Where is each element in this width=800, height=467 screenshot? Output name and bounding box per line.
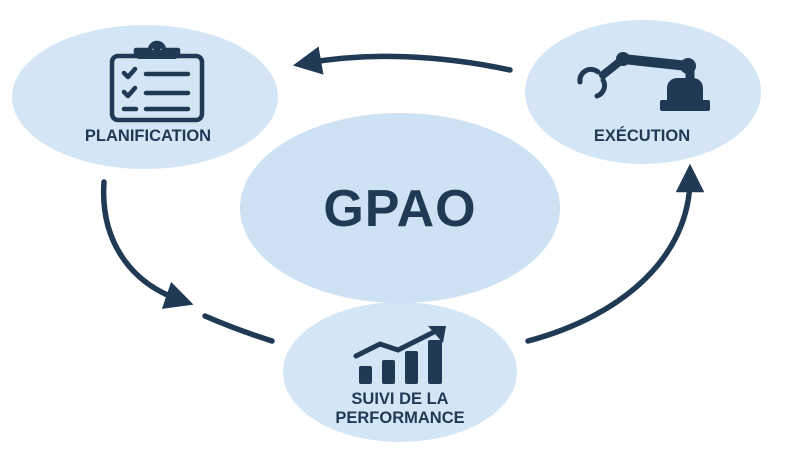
planning-label: PLANIFICATION — [85, 127, 211, 145]
monitoring-circle — [283, 302, 517, 442]
arrow-planning-to-monitoring — [100, 179, 194, 309]
arrow-monitoring-continuation — [202, 313, 275, 344]
robotic-arm-icon — [577, 52, 710, 111]
monitoring-label-line2: PERFORMANCE — [335, 409, 464, 427]
execution-circle — [525, 20, 761, 164]
execution-label: EXÉCUTION — [594, 126, 690, 145]
growth-chart-icon — [353, 326, 446, 384]
center-circle — [240, 113, 560, 303]
monitoring-label-line1: SUIVI DE LA — [351, 390, 448, 408]
arrow-execution-to-planning — [292, 46, 513, 75]
clipboard-checklist-icon — [109, 40, 205, 123]
arrow-monitoring-to-execution — [525, 163, 705, 344]
center-label: GPAO — [323, 180, 476, 238]
planning-circle — [12, 25, 278, 169]
